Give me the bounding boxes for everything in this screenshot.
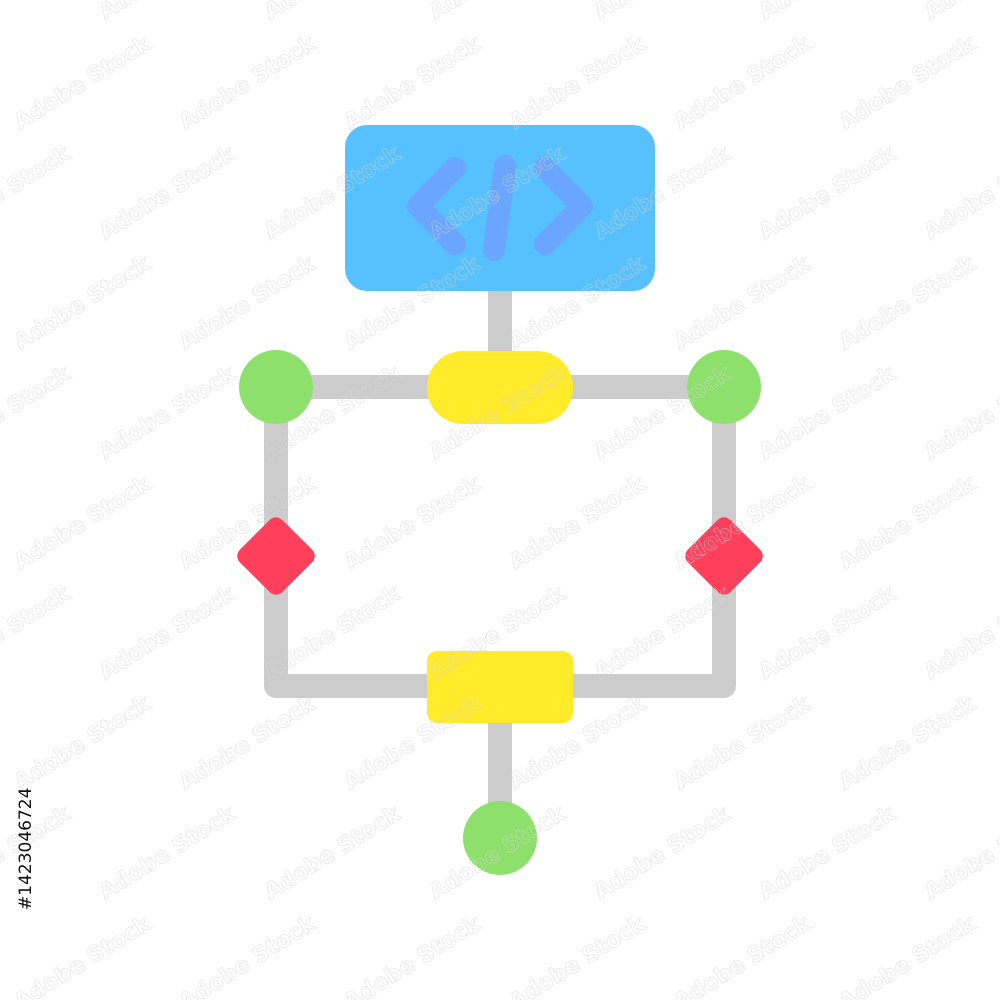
- connector-process-to-end: [488, 715, 512, 815]
- decision-node-left: [237, 517, 315, 595]
- process-node-bottom: [427, 651, 573, 723]
- terminal-node-bottom: [463, 801, 537, 875]
- connector-loop: [264, 395, 736, 698]
- decision-node-right: [685, 517, 763, 595]
- stock-id-label: #1423046724: [16, 788, 36, 910]
- connector-code-to-process: [488, 285, 512, 360]
- code-icon: [407, 155, 593, 261]
- terminal-node-top-right: [687, 350, 761, 424]
- terminal-node-top-left: [239, 350, 313, 424]
- code-box: [345, 125, 655, 291]
- process-node-top: [427, 351, 573, 424]
- stock-id-text: #1423046724: [16, 788, 36, 910]
